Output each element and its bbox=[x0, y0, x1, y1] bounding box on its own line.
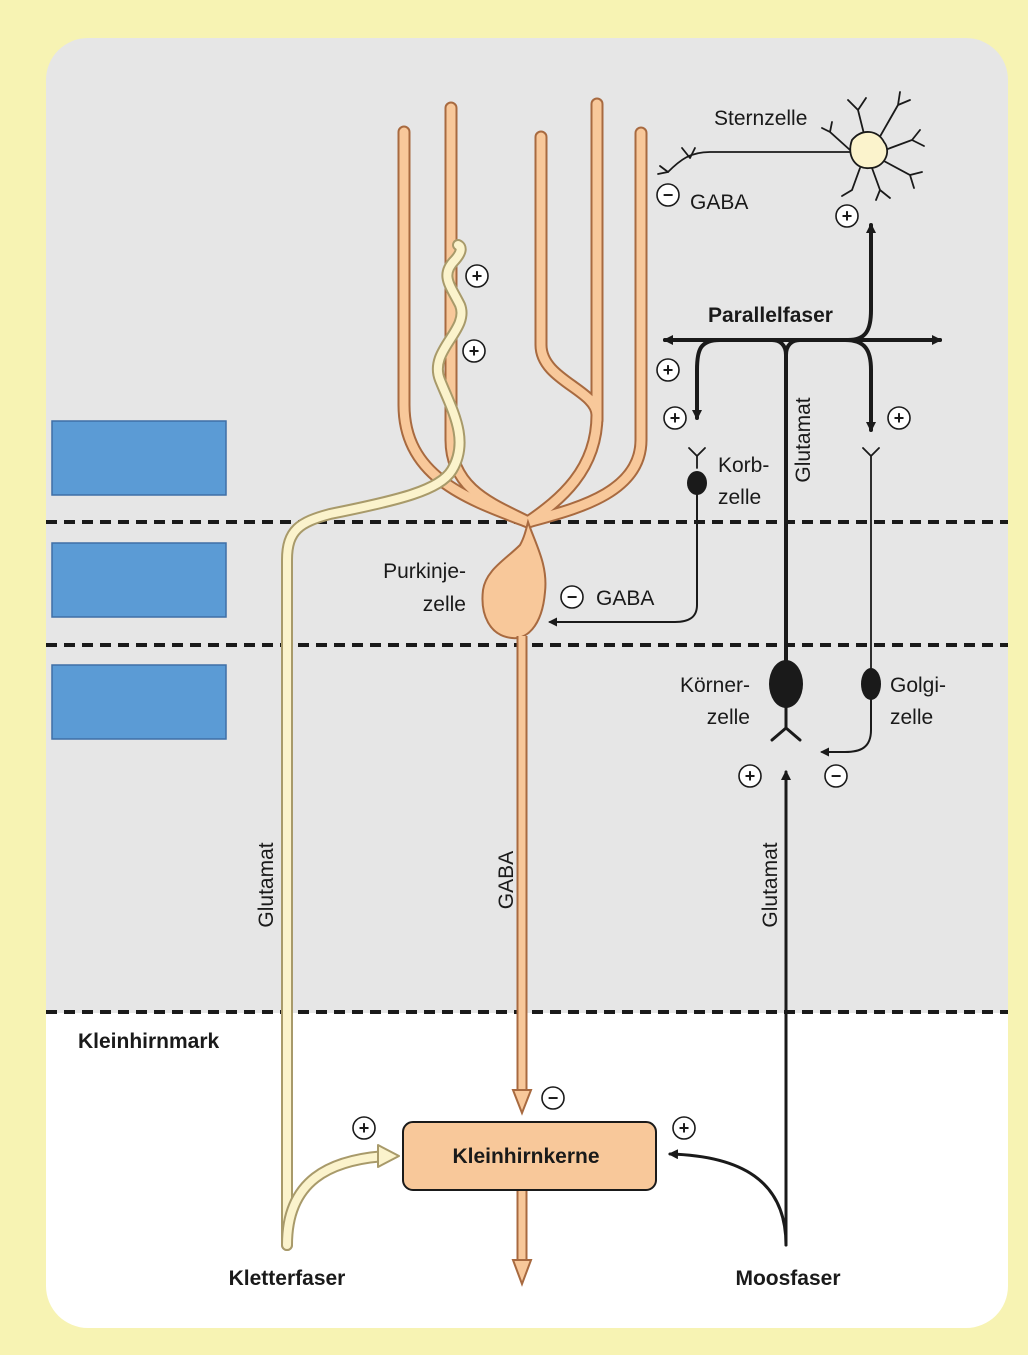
svg-text:+: + bbox=[842, 206, 853, 226]
glutamat-mossy-label: Glutamat bbox=[759, 842, 782, 927]
plus-sign-climbing-1: + bbox=[466, 265, 488, 287]
gaba-basket-label: GABA bbox=[596, 587, 654, 610]
plus-sign-golgi: + bbox=[888, 407, 910, 429]
parallelfaser-label: Parallelfaser bbox=[708, 304, 833, 327]
svg-text:+: + bbox=[469, 341, 480, 361]
korbzelle-label-1: Korb- bbox=[718, 454, 769, 477]
basket-cell-soma bbox=[687, 471, 707, 495]
korbzelle-label-2: zelle bbox=[718, 486, 761, 509]
minus-sign-nuclei: − bbox=[542, 1087, 564, 1109]
svg-text:−: − bbox=[831, 766, 842, 786]
minus-sign-basket-gaba: − bbox=[561, 586, 583, 608]
golgi-label-2: zelle bbox=[890, 706, 933, 729]
golgi-label-1: Golgi- bbox=[890, 674, 946, 697]
purkinje-label-2: zelle bbox=[423, 593, 466, 616]
koerner-label-1: Körner- bbox=[680, 674, 750, 697]
kleinhirnmark-label: Kleinhirnmark bbox=[78, 1030, 220, 1053]
layer-placeholder-molecular bbox=[52, 421, 226, 495]
plus-sign-star: + bbox=[836, 205, 858, 227]
svg-text:+: + bbox=[670, 408, 681, 428]
minus-sign-star: − bbox=[657, 184, 679, 206]
koerner-label-2: zelle bbox=[707, 706, 750, 729]
svg-text:−: − bbox=[663, 185, 674, 205]
moosfaser-label: Moosfaser bbox=[735, 1267, 840, 1290]
cerebellar-nuclei-box: Kleinhirnkerne bbox=[403, 1122, 656, 1190]
kleinhirnkerne-label: Kleinhirnkerne bbox=[452, 1145, 599, 1168]
plus-sign-nuclei-right: + bbox=[673, 1117, 695, 1139]
svg-text:+: + bbox=[679, 1118, 690, 1138]
layer-placeholder-purkinje bbox=[52, 543, 226, 617]
svg-text:−: − bbox=[567, 587, 578, 607]
layer-placeholders bbox=[52, 421, 226, 739]
kletterfaser-label: Kletterfaser bbox=[229, 1267, 346, 1290]
plus-sign-climbing-2: + bbox=[463, 340, 485, 362]
minus-sign-golgi: − bbox=[825, 765, 847, 787]
svg-text:+: + bbox=[472, 266, 483, 286]
purkinje-label-1: Purkinje- bbox=[383, 560, 466, 583]
glutamat-climbing-label: Glutamat bbox=[255, 842, 278, 927]
plus-sign-parallel: + bbox=[657, 359, 679, 381]
svg-text:+: + bbox=[745, 766, 756, 786]
svg-text:+: + bbox=[359, 1118, 370, 1138]
gaba-purkinje-label: GABA bbox=[495, 851, 518, 909]
glutamat-parallel-label: Glutamat bbox=[792, 397, 815, 482]
golgi-cell-soma bbox=[861, 668, 881, 700]
star-cell-soma bbox=[850, 132, 887, 168]
svg-text:+: + bbox=[663, 360, 674, 380]
sternzelle-label: Sternzelle bbox=[714, 107, 807, 130]
svg-text:−: − bbox=[548, 1088, 559, 1108]
plus-sign-nuclei-left: + bbox=[353, 1117, 375, 1139]
plus-sign-granule: + bbox=[739, 765, 761, 787]
granule-cell-soma bbox=[769, 660, 803, 708]
gaba-star-label: GABA bbox=[690, 191, 748, 214]
layer-placeholder-granular bbox=[52, 665, 226, 739]
svg-text:+: + bbox=[894, 408, 905, 428]
plus-sign-basket: + bbox=[664, 407, 686, 429]
